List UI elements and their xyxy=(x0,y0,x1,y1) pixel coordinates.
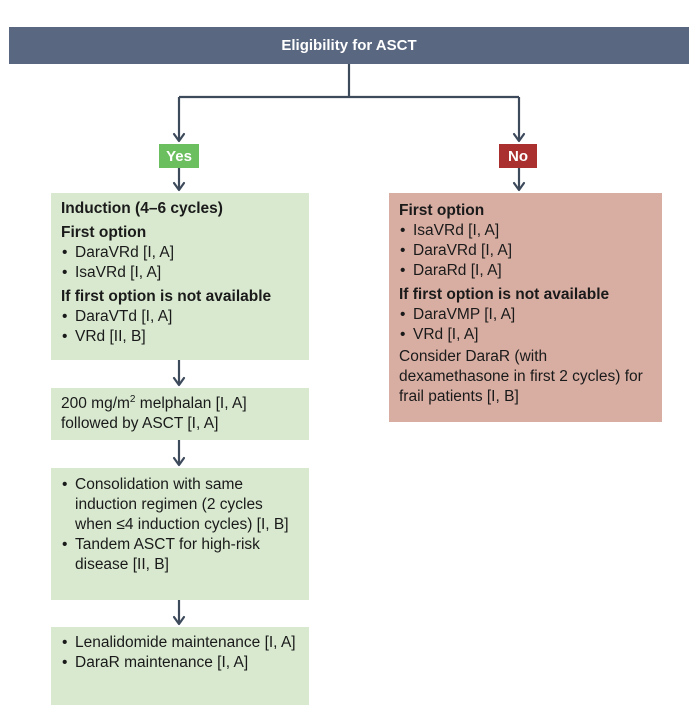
arrowhead xyxy=(172,181,186,192)
fallback-list: DaraVTd [I, A] VRd [II, B] xyxy=(61,307,299,347)
arrowhead xyxy=(172,456,186,467)
no-label: No xyxy=(499,144,537,168)
arrowhead xyxy=(512,132,526,143)
transplant-line-1: 200 mg/m2 melphalan [I, A] xyxy=(61,394,299,414)
list-item: Consolidation with same induction regime… xyxy=(61,475,299,535)
yes-label: Yes xyxy=(159,144,199,168)
first-option-list: DaraVRd [I, A] IsaVRd [I, A] xyxy=(61,243,299,283)
induction-title: Induction (4–6 cycles) xyxy=(61,200,223,217)
arrowhead xyxy=(172,615,186,626)
eligibility-title: Eligibility for ASCT xyxy=(281,37,417,54)
fallback-list: DaraVMP [I, A] VRd [I, A] xyxy=(399,305,652,345)
fallback-heading: If first option is not available xyxy=(399,286,610,303)
list-item: DaraVRd [I, A] xyxy=(399,241,652,261)
list-item: DaraVTd [I, A] xyxy=(61,307,299,327)
fallback-heading: If first option is not available xyxy=(61,288,272,305)
list-item: VRd [I, A] xyxy=(399,325,652,345)
consolidation-list: Consolidation with same induction regime… xyxy=(61,475,299,575)
transplant-box: 200 mg/m2 melphalan [I, A] followed by A… xyxy=(51,388,309,440)
arrowhead xyxy=(512,181,526,192)
list-item: Lenalidomide maintenance [I, A] xyxy=(61,633,299,653)
list-item: DaraVRd [I, A] xyxy=(61,243,299,263)
maintenance-box: Lenalidomide maintenance [I, A] DaraR ma… xyxy=(51,627,309,705)
list-item: DaraVMP [I, A] xyxy=(399,305,652,325)
induction-box: Induction (4–6 cycles) First option Dara… xyxy=(51,193,309,360)
melphalan-rating: melphalan [I, A] xyxy=(135,395,247,412)
consolidation-box: Consolidation with same induction regime… xyxy=(51,468,309,600)
arrowhead xyxy=(172,376,186,387)
list-item: VRd [II, B] xyxy=(61,327,299,347)
not-eligible-box: First option IsaVRd [I, A] DaraVRd [I, A… xyxy=(389,193,662,422)
transplant-line-2: followed by ASCT [I, A] xyxy=(61,415,219,432)
list-item: Tandem ASCT for high-risk disease [II, B… xyxy=(61,535,299,575)
list-item: DaraR maintenance [I, A] xyxy=(61,653,299,673)
list-item: DaraRd [I, A] xyxy=(399,261,652,281)
eligibility-header: Eligibility for ASCT xyxy=(9,27,689,64)
arrowhead xyxy=(172,132,186,143)
list-item: IsaVRd [I, A] xyxy=(61,263,299,283)
frail-patients-note: Consider DaraR (with dexamethasone in fi… xyxy=(399,348,643,405)
dose-exponent: 2 xyxy=(129,393,136,405)
maintenance-list: Lenalidomide maintenance [I, A] DaraR ma… xyxy=(61,633,299,673)
list-item: IsaVRd [I, A] xyxy=(399,221,652,241)
first-option-heading: First option xyxy=(61,224,147,241)
first-option-heading: First option xyxy=(399,202,485,219)
melphalan-dose: 200 mg/m xyxy=(61,395,130,412)
first-option-list: IsaVRd [I, A] DaraVRd [I, A] DaraRd [I, … xyxy=(399,221,652,281)
